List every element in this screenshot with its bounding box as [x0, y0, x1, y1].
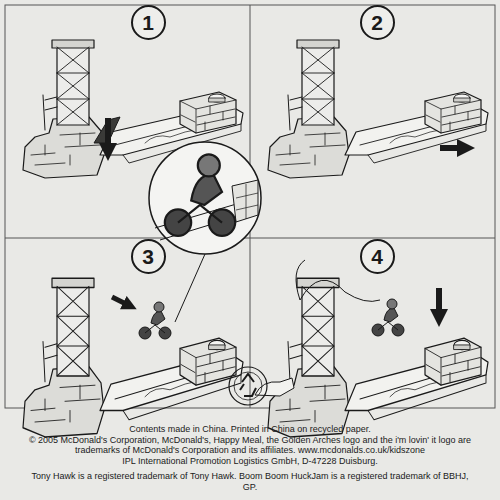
step-number-circle: 1 — [131, 5, 166, 40]
recycle-symbol — [229, 367, 267, 405]
ripcord — [296, 260, 305, 300]
bike-rider — [372, 299, 404, 336]
step-number: 2 — [371, 12, 383, 33]
pull-arrow — [440, 145, 466, 151]
step-number-circle: 4 — [360, 239, 395, 274]
step-number: 3 — [142, 246, 154, 267]
ripcord — [300, 280, 380, 301]
step-number: 1 — [142, 12, 154, 33]
bike-rider — [139, 302, 171, 339]
ramp-scene — [268, 278, 488, 437]
step-number-circle: 2 — [360, 5, 395, 40]
ramp-scene — [268, 40, 488, 178]
leader-line — [175, 254, 205, 322]
press-arrow — [436, 288, 442, 318]
footer-notes: Contents made in China. Printed in China… — [25, 424, 475, 492]
footer-note: Contents made in China. Printed in China… — [25, 424, 475, 435]
ramp-scene — [23, 278, 243, 437]
footer-note: © 2005 McDonald's Corporation, McDonald'… — [25, 435, 475, 456]
footer-note: Tony Hawk is a registered trademark of T… — [25, 471, 475, 492]
push-arrow — [105, 118, 111, 152]
footer-note: IPL International Promotion Logistics Gm… — [25, 456, 475, 467]
panel-divider — [5, 238, 495, 239]
step-number: 4 — [371, 246, 383, 267]
step-number-circle: 3 — [131, 239, 166, 274]
magnifier-detail — [149, 142, 261, 254]
place-arrow — [112, 297, 130, 306]
